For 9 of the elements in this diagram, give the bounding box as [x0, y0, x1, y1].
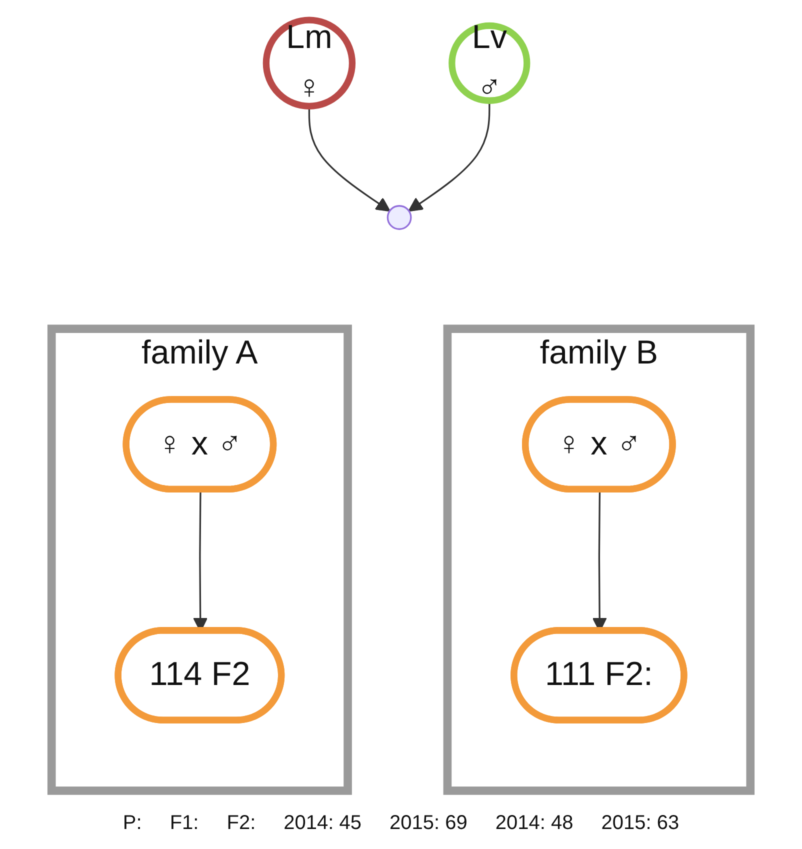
node-circle: Lv ♂: [448, 22, 530, 104]
row-label: 2015: 63: [601, 812, 680, 835]
row-label: P:: [122, 812, 142, 835]
row-label: F1:: [170, 812, 199, 835]
row-label: 2014: 45: [284, 812, 362, 835]
row-label: F2:: [226, 812, 256, 835]
row-label: 2015: 69: [390, 812, 468, 835]
row-label: 2014: 48: [495, 812, 574, 835]
node-circle: Lm ♀: [262, 16, 356, 110]
